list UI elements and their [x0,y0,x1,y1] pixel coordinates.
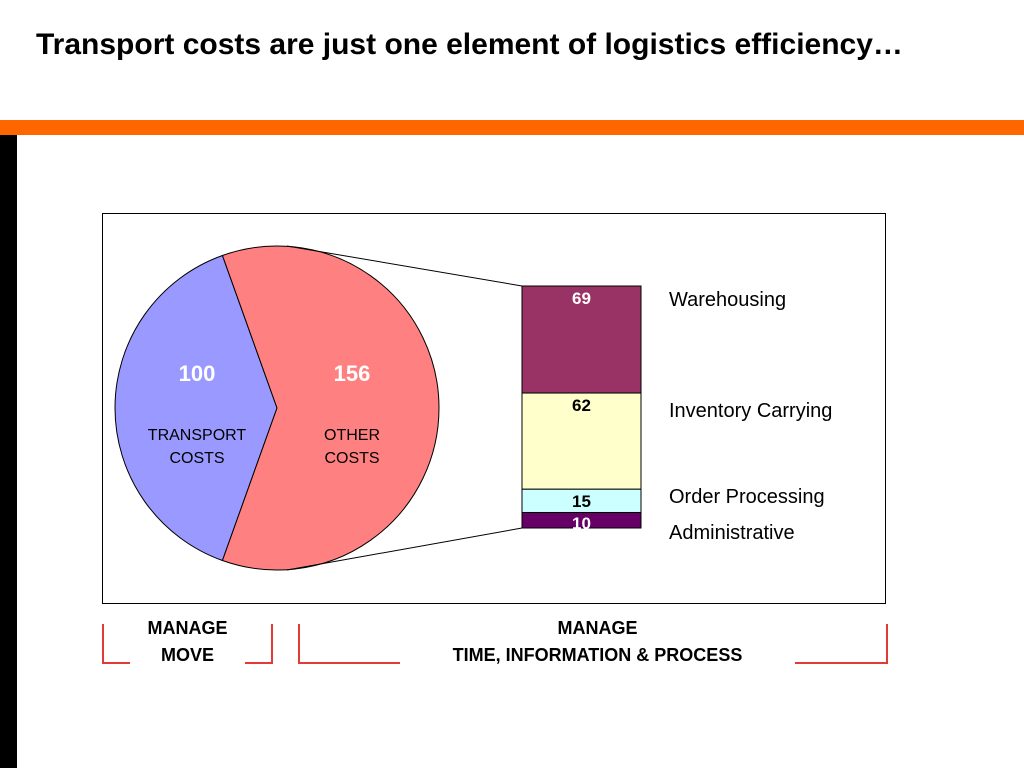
bar-value-label-warehousing: 69 [572,289,591,308]
slide-title: Transport costs are just one element of … [36,28,903,61]
bar-value-label-order-processing: 15 [572,492,591,511]
pie-slice-label-other-line1: OTHER [324,427,380,444]
bar-segment-inventory-carrying [521,392,642,490]
pie-slice-label-transport-line1: TRANSPORT [148,427,247,444]
bar-segment-administrative [521,511,642,529]
manage-move-line1: MANAGE [147,618,228,638]
accent-rule [0,120,1024,135]
category-label-order-processing: Order Processing [669,486,825,508]
manage-time-line1: MANAGE [557,618,638,638]
pie-slice-label-other-line2: COSTS [324,450,379,467]
pie-slice-transport [114,254,278,562]
bar-value-label-administrative: 10 [572,514,591,533]
left-edge-bar [0,135,17,768]
bar-value-label-inventory-carrying: 62 [572,396,591,415]
manage-time-line2: TIME, INFORMATION & PROCESS [452,645,743,665]
connector-line-top [286,245,523,287]
bar-segment-warehousing [521,285,642,394]
pie-value-label-other: 156 [334,361,371,386]
category-label-warehousing: Warehousing [669,289,786,311]
pie-slice-label-transport-line2: COSTS [169,450,224,467]
manage-time-label: MANAGE TIME, INFORMATION & PROCESS [400,615,795,669]
connector-line-bottom [286,527,523,571]
category-label-administrative: Administrative [669,522,795,544]
category-label-inventory-carrying: Inventory Carrying [669,400,832,422]
pie-value-label-transport: 100 [179,361,216,386]
manage-move-label: MANAGE MOVE [130,615,245,669]
manage-move-line2: MOVE [160,645,214,665]
